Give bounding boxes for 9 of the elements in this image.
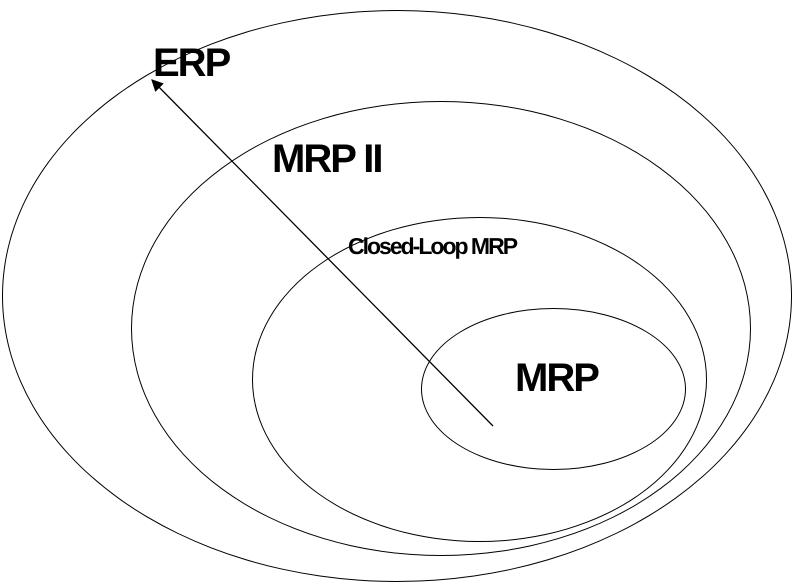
ellipse-region <box>2 10 792 582</box>
level-label: MRP II <box>272 137 382 182</box>
ellipse-region <box>131 101 751 556</box>
level-label: Closed-Loop MRP <box>348 233 516 260</box>
arrow <box>151 79 494 426</box>
ellipse-region <box>421 308 686 470</box>
ellipse-region <box>252 217 707 542</box>
level-label: ERP <box>153 41 230 86</box>
level-label: MRP <box>515 356 598 401</box>
